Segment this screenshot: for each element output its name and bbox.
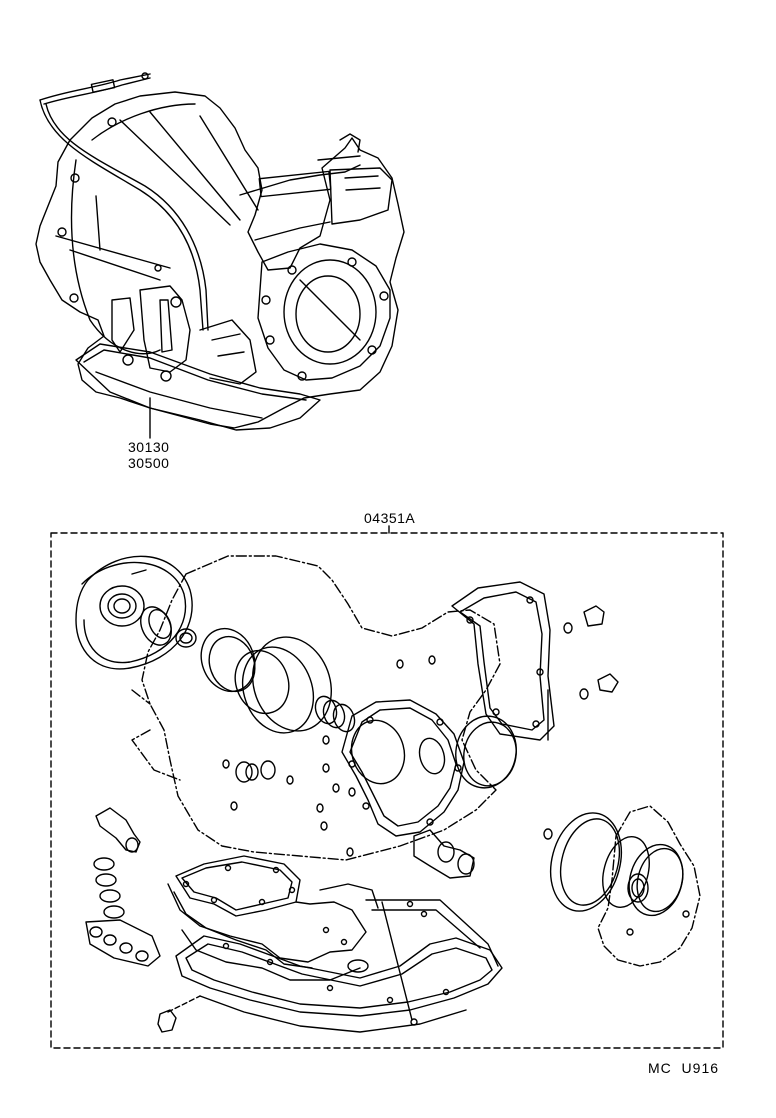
drain-plug: [157, 1009, 177, 1033]
side-cover: [257, 243, 391, 381]
oil-pan: [75, 343, 321, 431]
rear-cover-gasket-set: [550, 805, 701, 967]
extension-housing-gasket: [341, 699, 465, 837]
filter-strainer: [95, 807, 141, 853]
shift-cable: [39, 72, 209, 331]
oil-pan-gasket: [175, 935, 503, 1017]
part-number-30500: 30500: [128, 455, 170, 471]
shaft-oil-seal: [413, 829, 475, 879]
part-number-gasket-kit: 04351A: [364, 510, 416, 526]
left-gasket-stack: [85, 857, 161, 967]
page-code: MC U916: [648, 1060, 720, 1076]
part-number-30130: 30130: [128, 439, 170, 455]
pump-cover-gasket: [75, 555, 193, 670]
valve-body-gaskets: [167, 855, 379, 981]
small-o-rings: [222, 655, 553, 857]
gasket-kit-group: [50, 525, 724, 1049]
seal-ring-set: [140, 606, 406, 785]
transaxle-assembly-illustration: [35, 72, 405, 439]
kit-dashed-border: [50, 532, 724, 1049]
case-gasket-outline: [141, 555, 501, 861]
side-cover-gasket: [451, 581, 555, 741]
